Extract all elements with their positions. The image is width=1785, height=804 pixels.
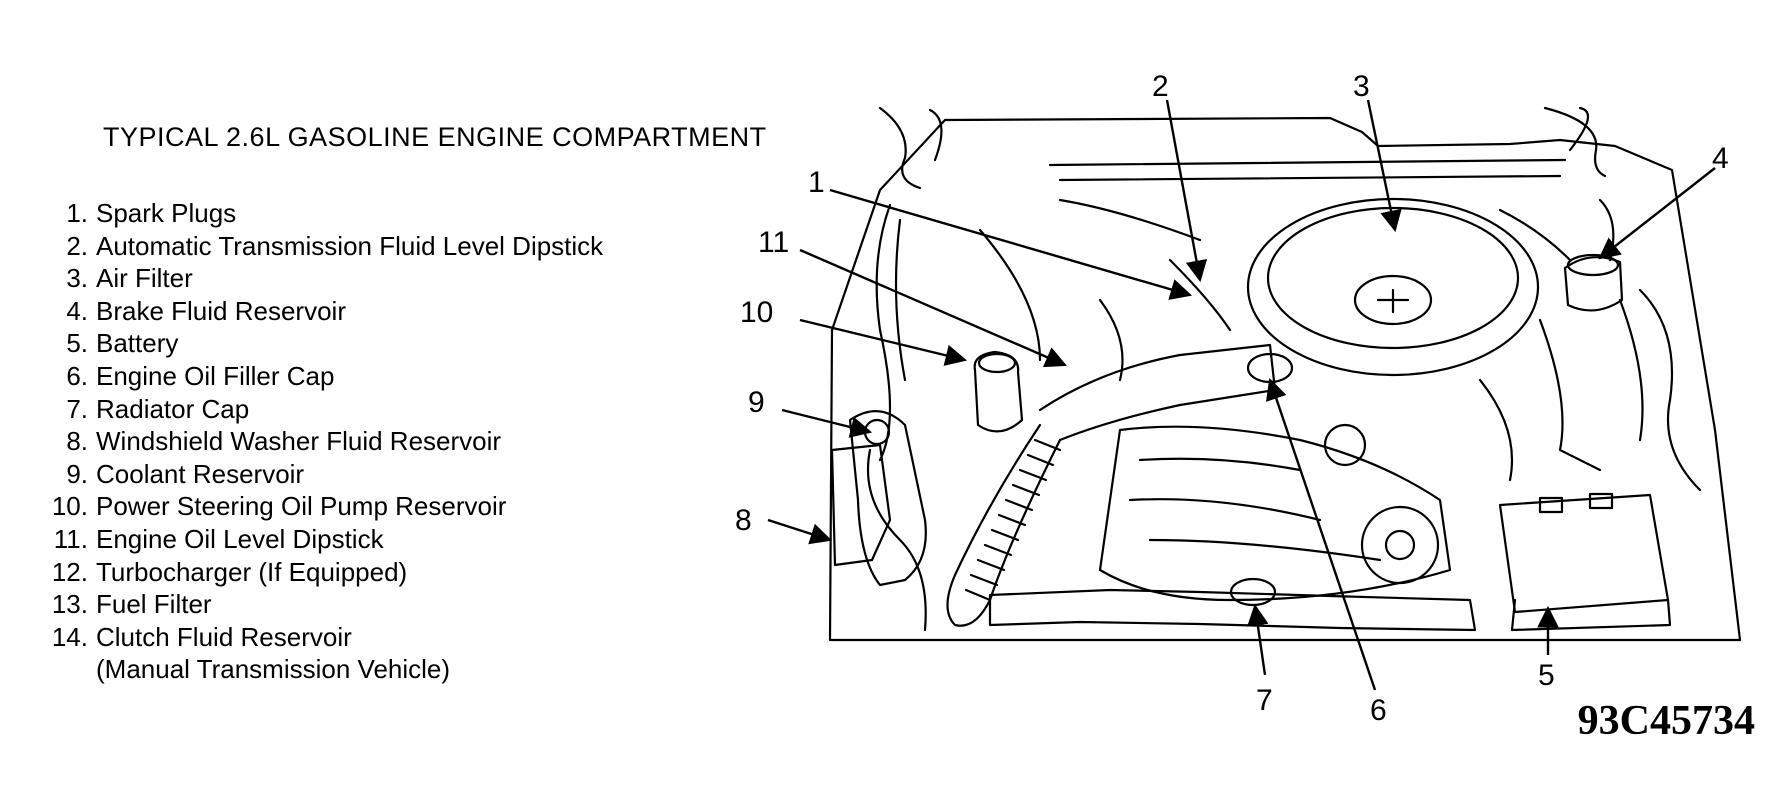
legend-number: 1. — [66, 198, 88, 228]
legend-label: Air Filter — [96, 263, 193, 294]
battery-terminal — [1538, 496, 1564, 514]
legend-label: Fuel Filter — [96, 589, 212, 620]
legend-label: Windshield Washer Fluid Reservoir — [96, 426, 502, 457]
legend-number: 13. — [51, 589, 88, 620]
wire-harness — [978, 198, 1702, 492]
ps-cap — [977, 352, 1017, 374]
legend-item: 1. Spark Plugs — [38, 197, 603, 230]
compartment-outline — [828, 116, 1742, 642]
callout-10: 10 — [740, 296, 773, 329]
leader-2 — [1165, 99, 1208, 283]
figure-code: 93C45734 — [1577, 698, 1755, 744]
leader-8 — [767, 518, 833, 545]
radiator-cap — [1229, 577, 1277, 607]
leader-4 — [1598, 167, 1716, 260]
leader-6 — [1266, 377, 1377, 691]
washer-reservoir — [830, 443, 892, 567]
callout-11: 11 — [758, 226, 789, 259]
legend-label: Radiator Cap — [96, 393, 250, 424]
legend-label: Coolant Reservoir — [96, 458, 305, 489]
legend-label: Engine Oil Level Dipstick — [96, 523, 384, 554]
legend-item: 2. Automatic Transmission Fluid Level Dip… — [38, 230, 603, 263]
engine-block — [1098, 425, 1452, 602]
callout-6: 6 — [1370, 694, 1387, 727]
callout-3: 3 — [1353, 70, 1370, 103]
legend-number: 3. — [66, 263, 88, 294]
legend-label: Spark Plugs — [96, 198, 237, 228]
legend-number: 10. — [51, 491, 88, 522]
legend-number: 2. — [66, 230, 88, 261]
coolant-reservoir — [848, 410, 927, 587]
legend-number: 4. — [66, 295, 88, 326]
legend-label: Automatic Transmission Fluid Level Dipst… — [96, 230, 604, 261]
legend-item: 9. Coolant Reservoir — [38, 458, 603, 491]
legend-label: Turbocharger (If Equipped) — [96, 556, 408, 587]
callout-4: 4 — [1712, 142, 1729, 175]
oil-filler-cap — [1246, 352, 1294, 384]
legend-number: 12. — [51, 556, 88, 587]
legend-number: 8. — [66, 426, 88, 457]
legend-number: 7. — [66, 393, 88, 424]
firewall-line — [1048, 158, 1567, 182]
leader-11 — [799, 248, 1067, 368]
air-filter-wingnut — [1353, 274, 1433, 326]
callout-7: 7 — [1256, 684, 1273, 717]
legend-item: 5. Battery — [38, 327, 603, 360]
air-duct — [1038, 343, 1277, 442]
diagram-title: TYPICAL 2.6L GASOLINE ENGINE COMPARTMENT — [103, 122, 767, 152]
legend-label: Engine Oil Filler Cap — [96, 360, 335, 391]
legend-item: 4. Brake Fluid Reservoir — [38, 295, 603, 328]
legend-label-continuation: (Manual Transmission Vehicle) — [96, 654, 451, 685]
hoses-left — [1098, 258, 1232, 382]
leader-9 — [781, 408, 873, 438]
leader-10 — [799, 318, 968, 366]
battery — [1498, 493, 1670, 614]
legend-number: 11. — [53, 523, 88, 554]
callout-2: 2 — [1152, 70, 1169, 103]
alternator-pulley — [1360, 505, 1440, 585]
callout-8: 8 — [735, 504, 752, 537]
legend-label: Battery — [96, 328, 179, 359]
legend-number: 5. — [66, 328, 88, 359]
legend-item: 6. Engine Oil Filler Cap — [38, 360, 603, 393]
callout-5: 5 — [1538, 659, 1555, 692]
legend-item: 10. Power Steering Oil Pump Reservoir — [38, 490, 603, 523]
radiator-support — [988, 588, 1477, 632]
legend-item: 3. Air Filter — [38, 262, 603, 295]
hood-hinge-left — [878, 106, 943, 190]
legend-item: 13. Fuel Filter — [38, 588, 603, 621]
legend-number: 9. — [66, 458, 88, 489]
callout-9: 9 — [748, 386, 765, 419]
legend-item: 11. Engine Oil Level Dipstick — [38, 523, 603, 556]
coolant-hose — [866, 448, 927, 632]
legend-number: 6. — [66, 360, 88, 391]
leader-1 — [829, 188, 1193, 300]
legend-number: 14. — [51, 621, 88, 652]
legend-label: Power Steering Oil Pump Reservoir — [96, 491, 507, 522]
air-filter-lid — [1266, 206, 1520, 350]
crank-pulley — [1323, 423, 1367, 467]
legend-item: 12. Turbocharger (If Equipped) — [38, 556, 603, 589]
callout-1: 1 — [808, 166, 825, 199]
intake-hose — [946, 423, 1062, 627]
legend-item: 14. Clutch Fluid Reservoir — [38, 621, 603, 654]
legend-item-continuation: (Manual Transmission Vehicle) — [38, 653, 603, 686]
leader-7 — [1247, 603, 1269, 676]
hood-hinge-right — [1543, 106, 1607, 178]
hose-ribs — [964, 438, 1062, 602]
legend-label: Clutch Fluid Reservoir — [96, 621, 352, 652]
hoses-right — [1478, 318, 1602, 482]
air-filter-housing — [1246, 197, 1540, 377]
leader-3 — [1366, 99, 1402, 233]
brake-reservoir — [1563, 256, 1624, 312]
parts-legend: 1. Spark Plugs 2. Automatic Transmission F… — [38, 197, 603, 686]
legend-label: Brake Fluid Reservoir — [96, 295, 346, 326]
legend-item: 7. Radiator Cap — [38, 393, 603, 426]
legend-item: 8. Windshield Washer Fluid Reservoir — [38, 425, 603, 458]
